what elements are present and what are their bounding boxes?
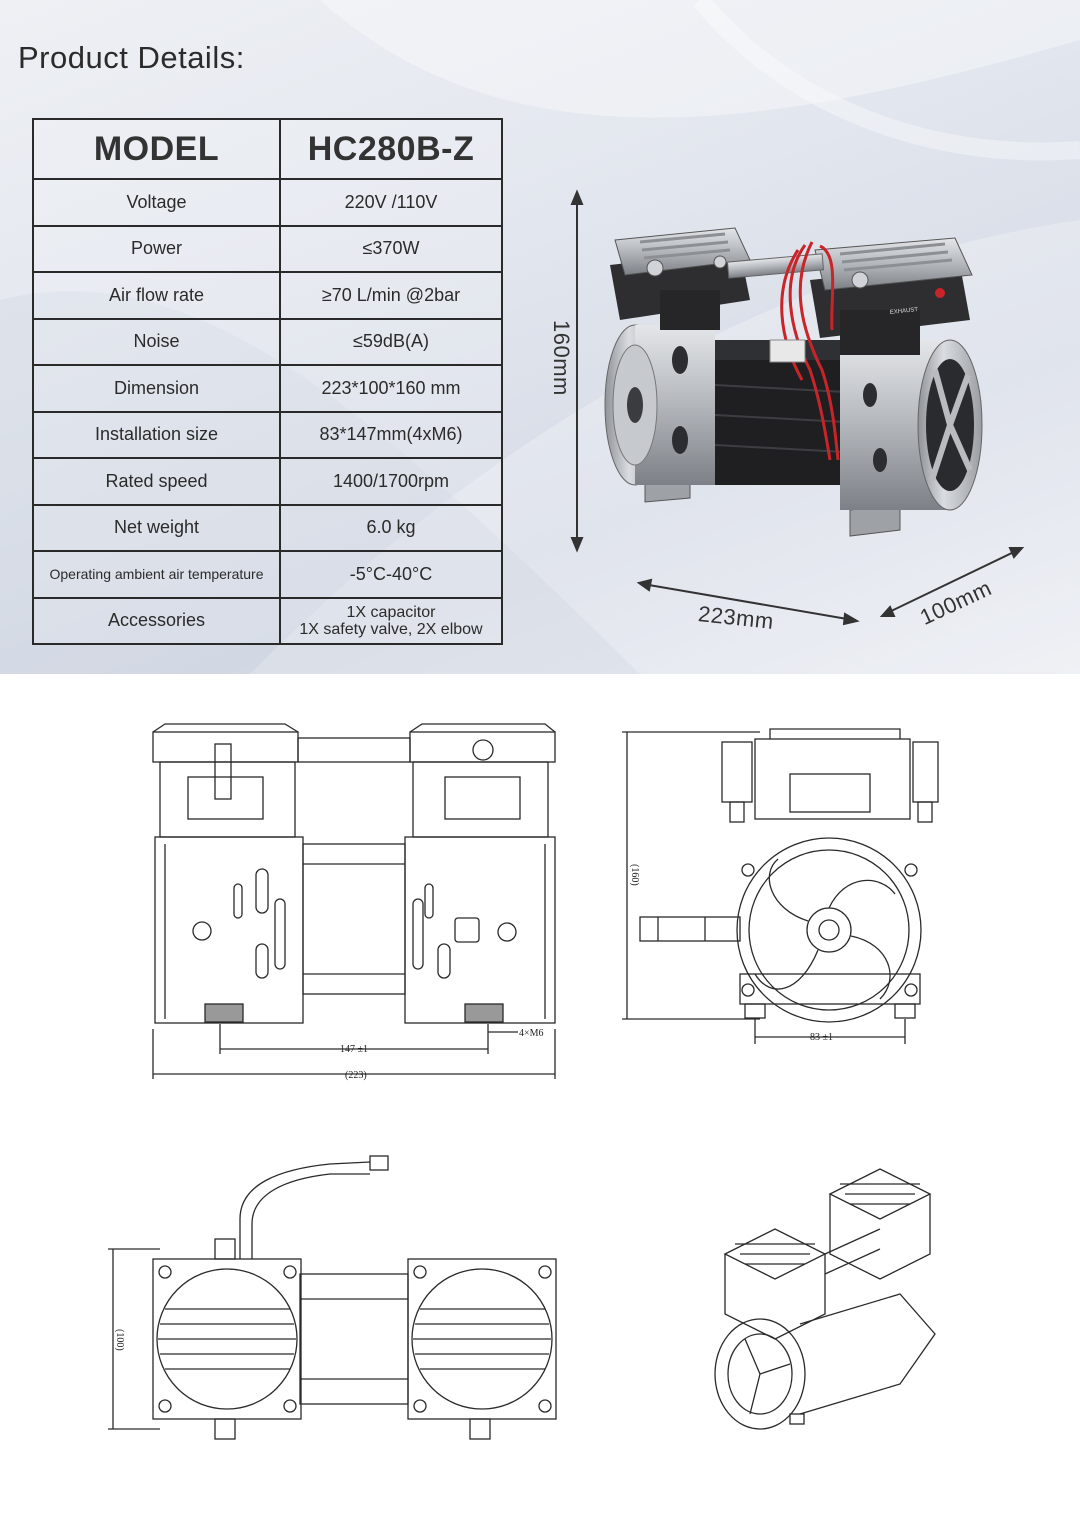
- isometric-view-drawing: [714, 1168, 936, 1430]
- spec-label: Noise: [32, 317, 281, 366]
- spec-label: Rated speed: [32, 457, 281, 506]
- page-title: Product Details:: [18, 40, 245, 75]
- spec-label: Installation size: [32, 410, 281, 459]
- product-photo: EXHAUST: [570, 189, 1025, 626]
- table-row: Voltage 220V /110V: [32, 178, 503, 227]
- side-height-label: (160): [629, 864, 640, 886]
- spec-value-line: 1X safety valve, 2X elbow: [299, 620, 483, 638]
- side-view-drawing: [622, 728, 939, 1044]
- spec-value: 83*147mm(4xM6): [279, 410, 503, 459]
- spec-value: ≤59dB(A): [279, 317, 503, 366]
- spec-label: Net weight: [32, 503, 281, 552]
- side-mount-spacing-label: 83 ±1: [810, 1032, 833, 1043]
- connecting-tube: [726, 253, 825, 279]
- table-row: Noise ≤59dB(A): [32, 317, 503, 366]
- wire-connector: [769, 339, 806, 363]
- spec-label: Accessories: [32, 596, 281, 645]
- spec-label: Voltage: [32, 178, 281, 227]
- top-view-drawing: [108, 1155, 557, 1440]
- left-housing: [604, 324, 715, 486]
- spec-value: ≥70 L/min @2bar: [279, 271, 503, 320]
- spec-label: Power: [32, 224, 281, 273]
- table-row: Dimension 223*100*160 mm: [32, 364, 503, 413]
- table-row: Air flow rate ≥70 L/min @2bar: [32, 271, 503, 320]
- height-dimension-arrow: [570, 189, 584, 553]
- spec-label: Dimension: [32, 364, 281, 413]
- table-row: Installation size 83*147mm(4xM6): [32, 410, 503, 459]
- table-row: Accessories 1X capacitor 1X safety valve…: [32, 596, 503, 645]
- width-dimension-arrow: [879, 547, 1025, 617]
- spec-header-row: MODEL HC280B-Z: [32, 118, 503, 180]
- front-overall-length-label: (223): [345, 1070, 367, 1081]
- spec-value-line: 1X capacitor: [346, 603, 436, 621]
- spec-value: ≤370W: [279, 224, 503, 273]
- spec-value: 223*100*160 mm: [279, 364, 503, 413]
- table-row: Rated speed 1400/1700rpm: [32, 457, 503, 506]
- length-dimension-arrow: [636, 578, 860, 626]
- front-mount-spacing-label: 147 ±1: [340, 1044, 368, 1055]
- front-thread-label: 4×M6: [519, 1028, 544, 1039]
- spec-header-value: HC280B-Z: [279, 118, 503, 180]
- spec-header-label: MODEL: [32, 118, 281, 180]
- right-housing: [840, 339, 983, 511]
- front-view-drawing: [152, 723, 556, 1079]
- red-wires: [780, 241, 840, 461]
- drawings-canvas: 147 ±1 (223) 4×M6 (160) 83 ±1 (100): [108, 723, 939, 1440]
- spec-value: 6.0 kg: [279, 503, 503, 552]
- spec-label: Air flow rate: [32, 271, 281, 320]
- table-row: Operating ambient air temperature -5°C-4…: [32, 550, 503, 599]
- spec-table: MODEL HC280B-Z Voltage 220V /110V Power …: [32, 118, 503, 645]
- spec-value: -5°C-40°C: [279, 550, 503, 599]
- top-width-label: (100): [114, 1329, 125, 1351]
- spec-value: 1400/1700rpm: [279, 457, 503, 506]
- spec-label: Operating ambient air temperature: [32, 550, 281, 599]
- spec-value: 220V /110V: [279, 178, 503, 227]
- exhaust-label: EXHAUST: [890, 307, 919, 316]
- height-dimension-label: 160mm: [549, 320, 574, 396]
- table-row: Power ≤370W: [32, 224, 503, 273]
- hero-section: Product Details: MODEL HC280B-Z Voltage …: [0, 0, 1080, 674]
- technical-drawings: 147 ±1 (223) 4×M6 (160) 83 ±1 (100): [0, 674, 1080, 1516]
- spec-value: 1X capacitor 1X safety valve, 2X elbow: [279, 596, 503, 645]
- table-row: Net weight 6.0 kg: [32, 503, 503, 552]
- right-cylinder-head: EXHAUST: [810, 237, 973, 355]
- left-cylinder-head: [610, 227, 751, 330]
